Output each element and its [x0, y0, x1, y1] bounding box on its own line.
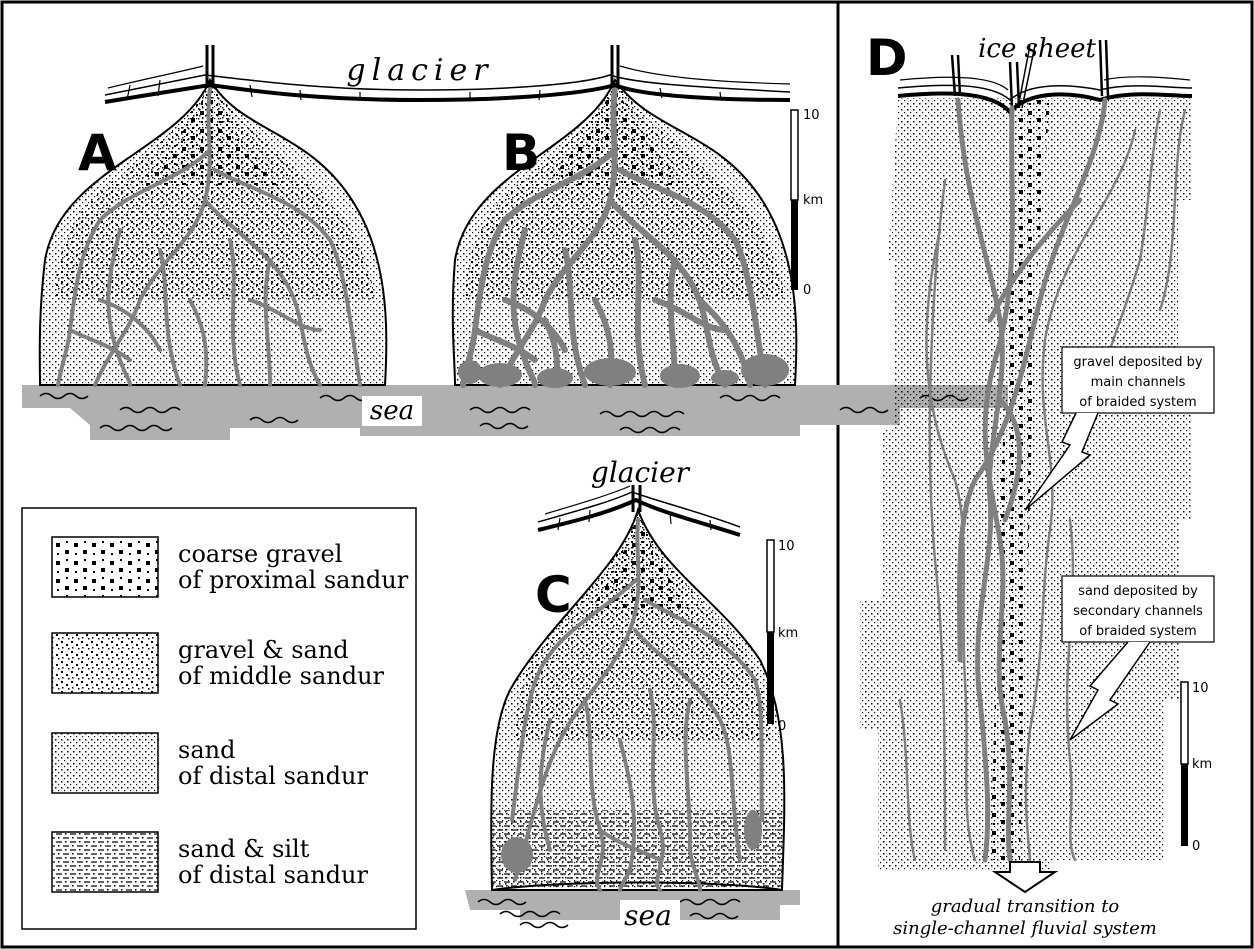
ice-sheet-label: ice sheet: [978, 34, 1096, 64]
glacier-label-top: glacier: [346, 53, 493, 88]
legend-item-gravel-sand: gravel & sand of middle sandur: [52, 633, 385, 693]
legend-label-2a: gravel & sand: [178, 636, 349, 664]
scale-top-unit: km: [803, 193, 823, 208]
scale-d-unit: km: [1192, 757, 1212, 772]
panel-letter-c: C: [535, 566, 572, 624]
legend-label-2b: of middle sandur: [178, 662, 385, 690]
scale-c-max: 10: [778, 539, 795, 554]
scale-bar-d: 10 km 0: [1181, 681, 1212, 854]
panel-d-plain: [860, 40, 1192, 870]
glacier-label-c: glacier: [591, 456, 691, 489]
legend-label-1b: of proximal sandur: [178, 566, 409, 594]
panel-letter-d: D: [866, 29, 908, 87]
callout-sand-line2: secondary channels: [1073, 604, 1203, 619]
callout-gravel-line1: gravel deposited by: [1073, 355, 1203, 370]
scale-bar-c: 10 km 0: [767, 539, 798, 734]
legend-swatch-coarse-gravel: [52, 537, 158, 597]
legend-label-3a: sand: [178, 736, 235, 764]
scale-c-unit: km: [778, 626, 798, 641]
legend-label-1a: coarse gravel: [178, 540, 342, 568]
scale-top-min: 0: [803, 283, 811, 298]
legend-label-4b: of distal sandur: [178, 861, 368, 889]
sea-label-top: sea: [370, 396, 414, 426]
sea-band-top: [22, 385, 1008, 440]
callout-gravel-line3: of braided system: [1079, 395, 1196, 410]
fan-c: [465, 485, 800, 928]
legend-swatch-sand: [52, 733, 158, 793]
scale-top-max: 10: [803, 108, 820, 123]
panel-letter-a: A: [78, 124, 117, 182]
callout-sand-line3: of braided system: [1079, 624, 1196, 639]
transition-label-1: gradual transition to: [931, 896, 1120, 917]
panel-letter-b: B: [502, 124, 540, 182]
scale-c-min: 0: [778, 719, 786, 734]
callout-sand-line1: sand deposited by: [1078, 584, 1198, 599]
legend-swatch-sand-silt: [52, 832, 158, 892]
sea-label-c: sea: [624, 899, 672, 932]
legend: coarse gravel of proximal sandur gravel …: [22, 508, 416, 929]
scale-bar-top: 10 km 0: [791, 108, 823, 298]
legend-label-4a: sand & silt: [178, 835, 310, 863]
legend-label-3b: of distal sandur: [178, 762, 368, 790]
callout-gravel-line2: main channels: [1091, 375, 1186, 390]
scale-d-min: 0: [1192, 839, 1200, 854]
legend-swatch-gravel-sand: [52, 633, 158, 693]
transition-label-2: single-channel fluvial system: [893, 918, 1157, 939]
scale-d-max: 10: [1192, 681, 1209, 696]
